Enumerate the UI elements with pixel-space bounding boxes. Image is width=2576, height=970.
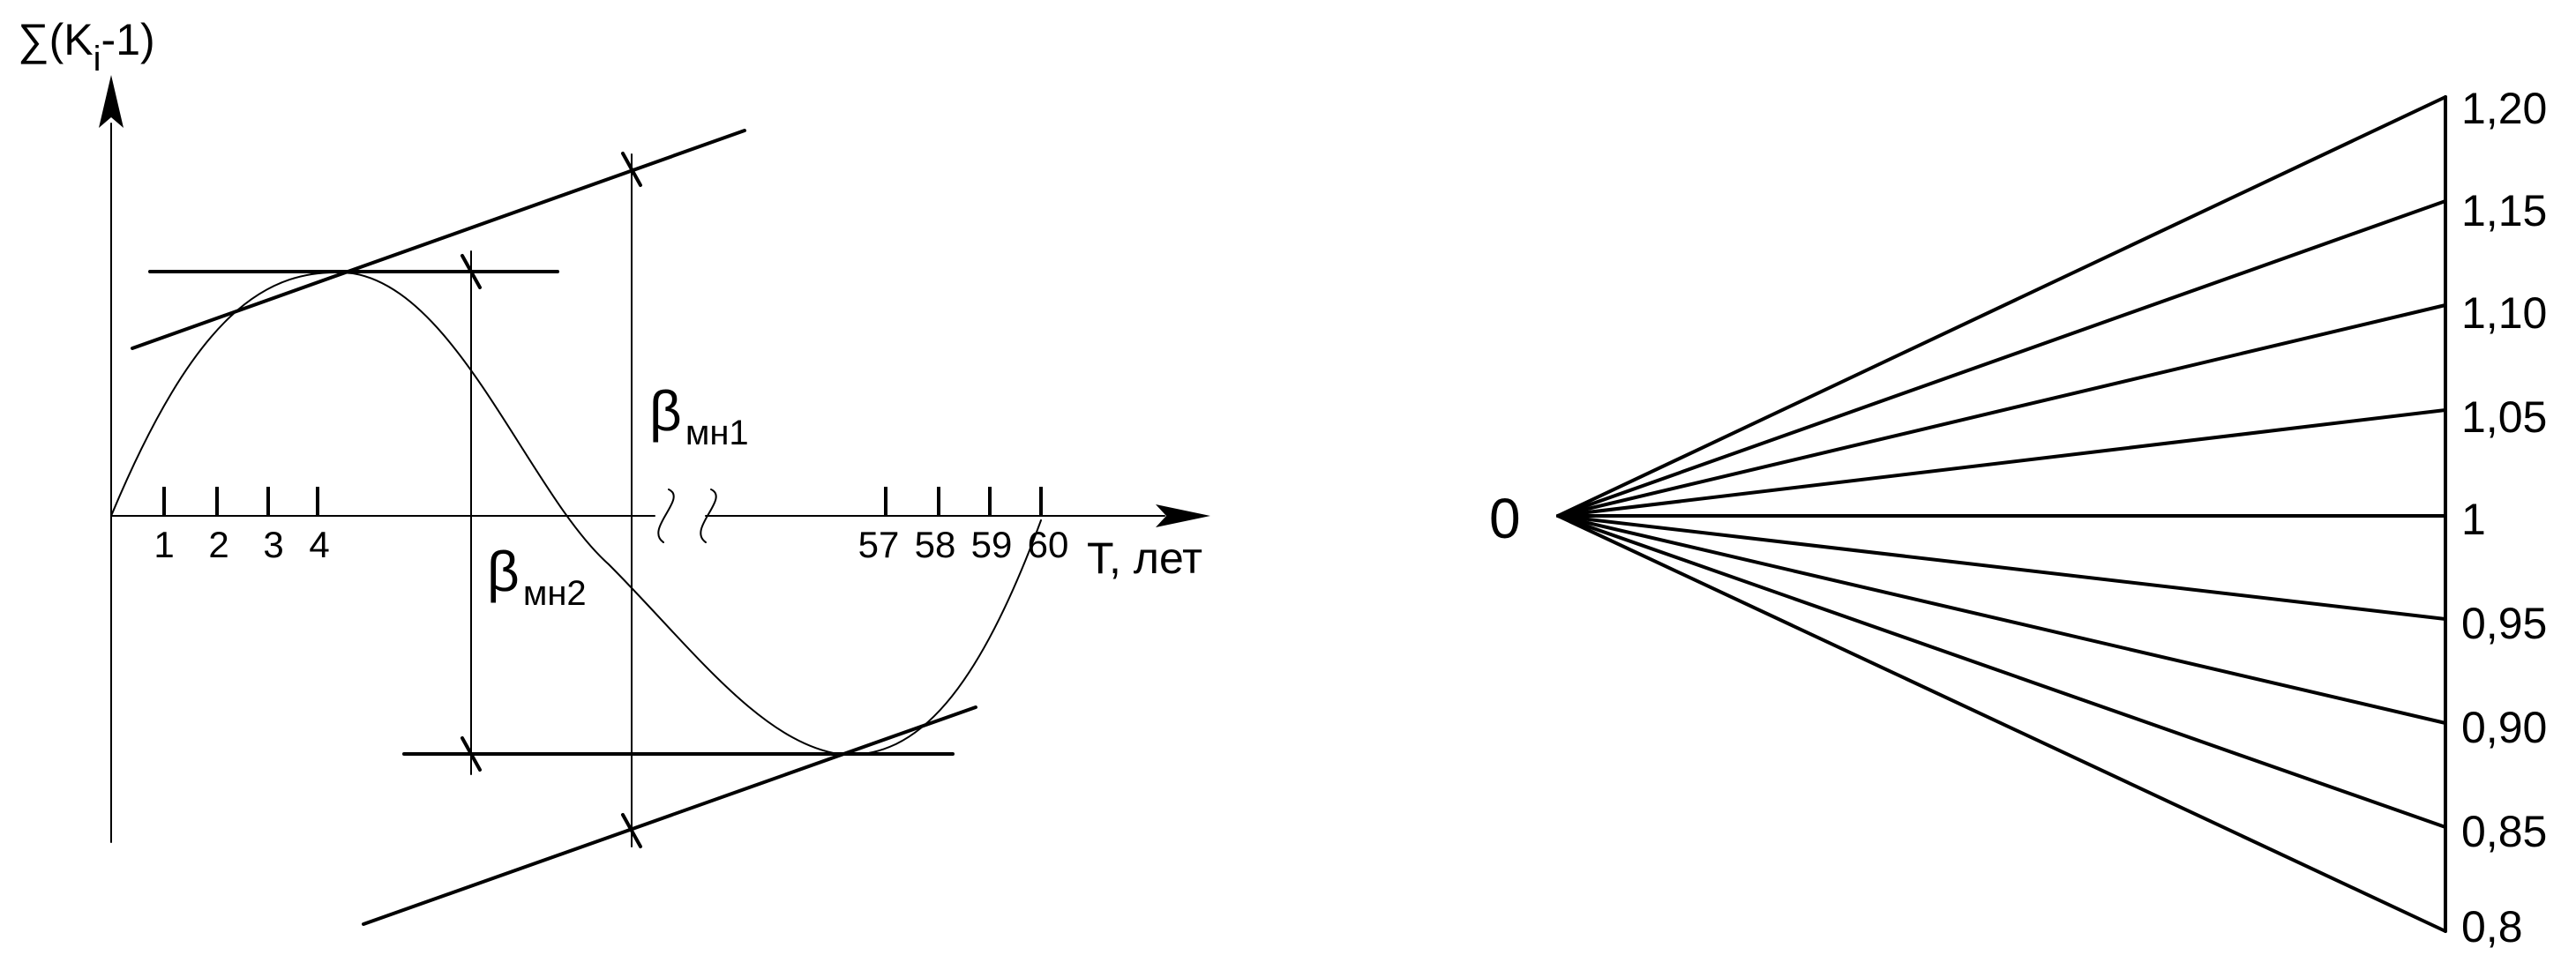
tick-label: 57	[858, 524, 900, 565]
ray-label: 0,95	[2461, 599, 2547, 648]
cross-mark	[461, 254, 482, 289]
y-axis: ∑(Ki-1)	[18, 15, 155, 843]
fan-ray	[1556, 514, 2447, 621]
fan-ray	[1556, 199, 2447, 518]
axis-break-mark	[700, 489, 717, 543]
x-axis: T, лет	[110, 489, 1210, 583]
ray-label: 0,8	[2461, 902, 2523, 951]
fan-ray	[1556, 303, 2447, 518]
fan-ray	[1556, 514, 2447, 725]
upper-sloped-tangent	[131, 129, 746, 350]
tick-label: 3	[263, 524, 283, 565]
fan-rays	[1556, 95, 2447, 933]
tick-label: 4	[309, 524, 329, 565]
fan-ray-labels: 1,20 1,15 1,10 1,05 1 0,95 0,90 0,85 0,8	[2461, 84, 2547, 951]
tick-label: 58	[915, 524, 956, 565]
ray-label: 1,20	[2461, 84, 2547, 133]
fan-ray	[1556, 408, 2447, 518]
coefficient-fan: 0 1,20 1,15 1,10 1,05 1 0,95 0,90 0,85 0…	[1489, 84, 2547, 951]
cumulative-deviation-graph: ∑(Ki-1) T, лет 1 2 3 4	[18, 15, 1210, 926]
lower-sloped-tangent	[362, 705, 977, 926]
ray-label: 0,85	[2461, 807, 2547, 856]
cumulative-curve	[110, 272, 1042, 756]
x-ticks-start: 1 2 3 4	[154, 487, 330, 565]
tick-label: 1	[154, 524, 174, 565]
axis-break-mark	[657, 489, 675, 543]
ray-label: 1,15	[2461, 186, 2547, 235]
ray-label: 0,90	[2461, 703, 2547, 752]
x-axis-label: T, лет	[1087, 534, 1202, 583]
fan-ray	[1556, 514, 2447, 933]
y-axis-arrow-icon	[99, 75, 124, 128]
tick-label: 59	[971, 524, 1013, 565]
fan-ray	[1556, 95, 2447, 518]
ray-label: 1	[2461, 495, 2486, 544]
cross-mark	[621, 813, 642, 848]
ray-label: 1,10	[2461, 288, 2547, 338]
tick-label: 60	[1028, 524, 1069, 565]
cross-mark	[461, 736, 482, 772]
fan-origin-label: 0	[1489, 487, 1521, 550]
y-axis-label: ∑(Ki-1)	[18, 15, 155, 78]
tick-label: 2	[208, 524, 228, 565]
x-ticks-end: 57 58 59 60	[858, 487, 1069, 565]
ray-label: 1,05	[2461, 392, 2547, 442]
cross-mark	[621, 152, 642, 187]
x-axis-arrow-icon	[1156, 504, 1210, 527]
intersection-marks	[461, 152, 642, 848]
fan-ray	[1556, 514, 2447, 829]
